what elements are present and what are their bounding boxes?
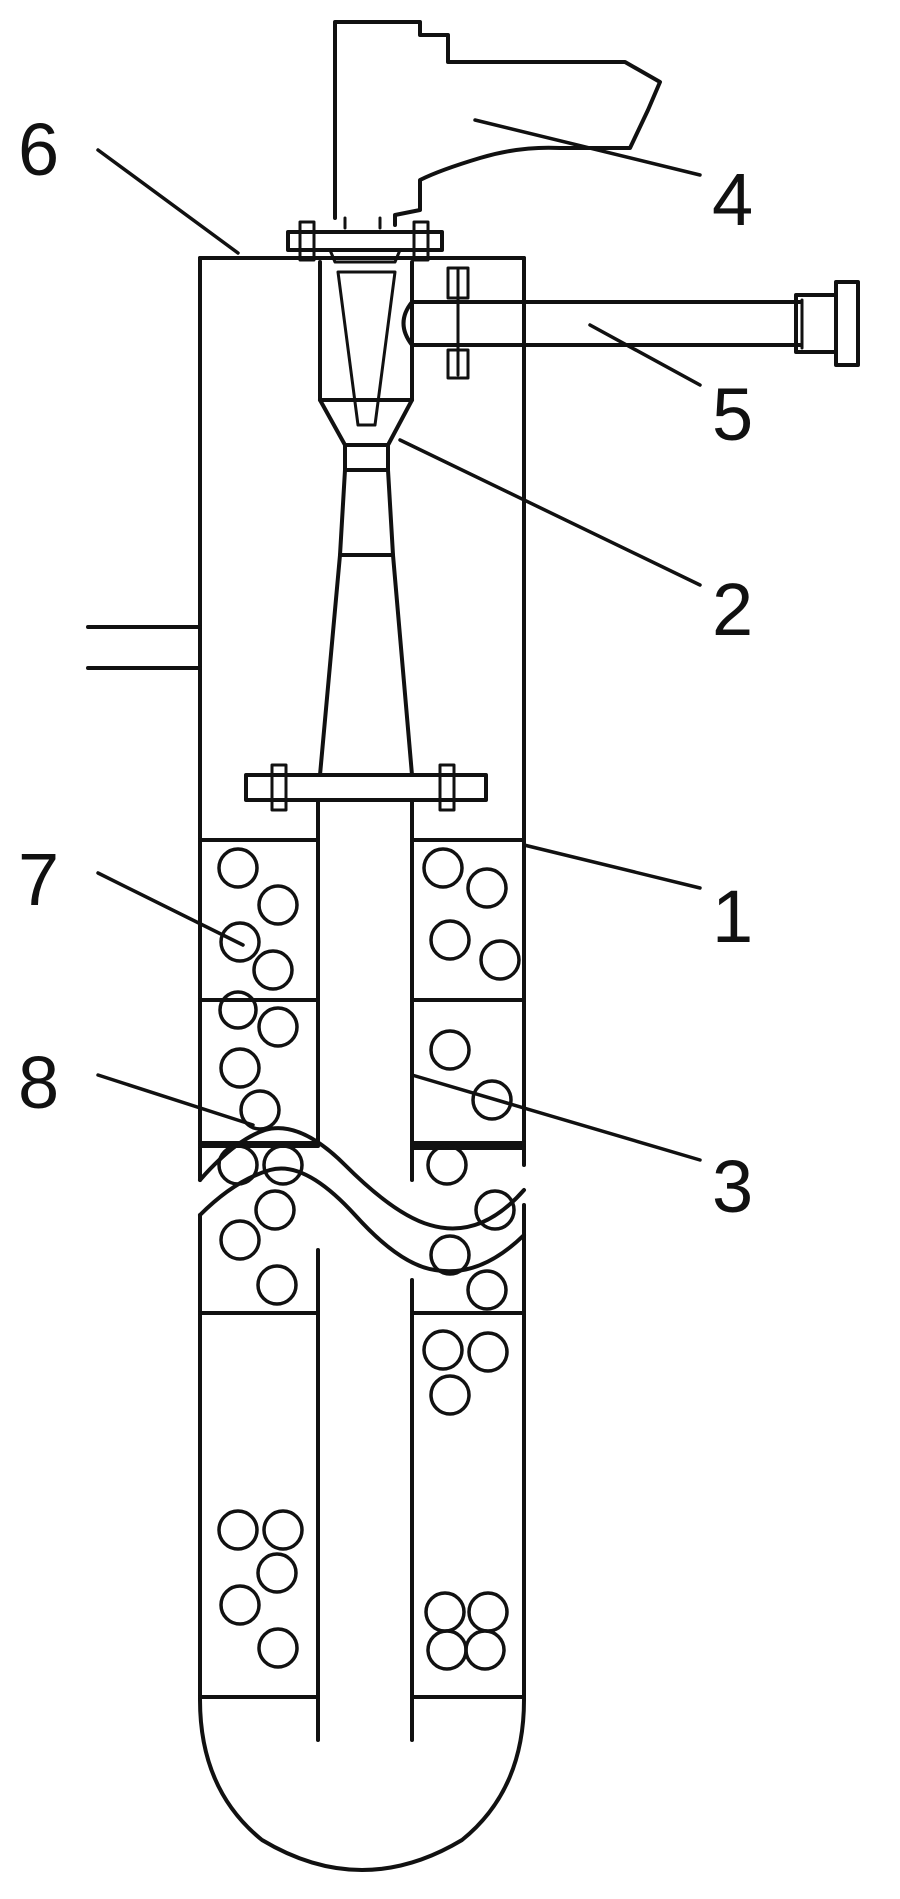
reference-numerals: 6 4 5 2 1 7 8 3 [18,108,753,1228]
leader-1 [522,843,702,890]
label-3: 3 [712,1145,753,1228]
label-4: 4 [712,158,753,241]
feed-hopper [333,20,662,230]
packing-pebbles [217,847,521,1671]
label-8: 8 [18,1041,59,1124]
label-7: 7 [18,838,59,921]
label-5: 5 [712,373,753,456]
leader-8 [96,1073,255,1127]
bed-partitions [198,838,526,1699]
leader-6 [96,148,240,255]
leader-lines [96,118,702,1162]
leader-4 [473,118,702,177]
label-2: 2 [712,568,753,651]
inner-tube [316,798,414,1742]
lower-flange [244,763,488,812]
side-nozzle [86,625,202,670]
leader-7 [96,871,245,947]
label-1: 1 [712,875,753,958]
leader-5 [588,323,702,387]
label-6: 6 [18,108,59,191]
side-inlet-pipe [401,266,860,380]
cyclone-separator [318,260,414,777]
leader-3 [410,1073,702,1162]
top-flange [286,220,444,264]
leader-2 [398,438,702,587]
